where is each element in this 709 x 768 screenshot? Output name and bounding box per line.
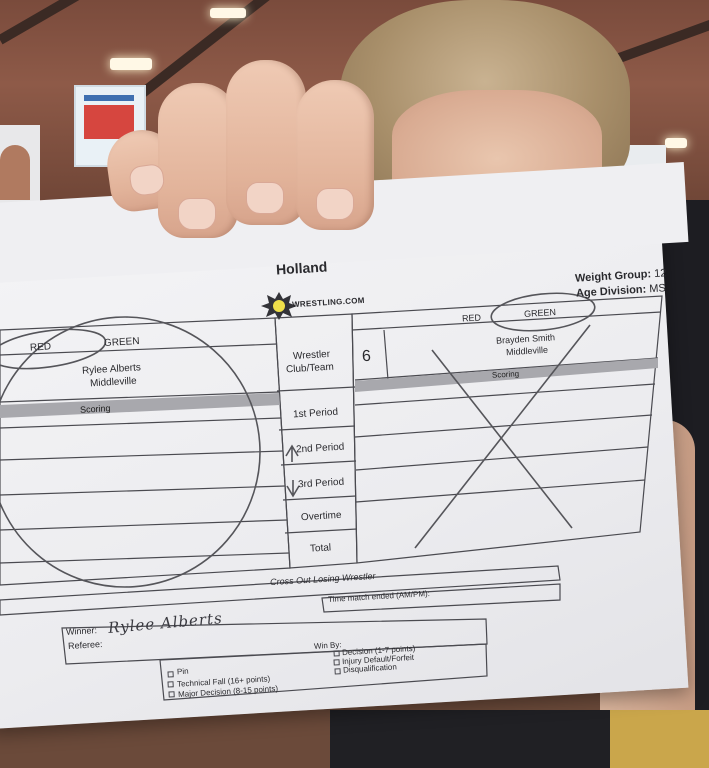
hand: [102, 55, 378, 238]
finger: [296, 80, 374, 230]
win-by-label: Win By:: [313, 640, 342, 651]
fingernail: [246, 182, 284, 214]
person-head: [0, 145, 30, 200]
left-green-label: GREEN: [103, 335, 140, 350]
bout-number: 6: [361, 347, 372, 366]
ceiling-light: [210, 8, 246, 18]
age-division-value: MS: [648, 282, 667, 296]
referee-label: Referee:: [67, 638, 103, 652]
finger: [226, 60, 306, 225]
banner-stripe: [84, 95, 134, 101]
right-green-label: GREEN: [523, 307, 557, 319]
fingernail: [316, 188, 354, 220]
location-title: Holland: [275, 258, 328, 278]
winner-label: Winner:: [65, 625, 98, 637]
right-scoring-label: Scoring: [491, 369, 520, 380]
total-label: Total: [309, 542, 332, 555]
left-scoring-label: Scoring: [79, 403, 111, 415]
win-option-pin: Pin: [176, 666, 189, 677]
right-red-label: RED: [461, 312, 482, 324]
left-red-label: RED: [29, 341, 52, 354]
ceiling-light: [665, 138, 687, 148]
weight-group-value: 12: [653, 267, 667, 281]
finger: [158, 83, 238, 238]
fingernail: [178, 198, 216, 230]
ceiling-light: [110, 58, 152, 70]
wrestler-label: Wrestler: [292, 348, 331, 363]
person-shirt: [330, 710, 610, 768]
